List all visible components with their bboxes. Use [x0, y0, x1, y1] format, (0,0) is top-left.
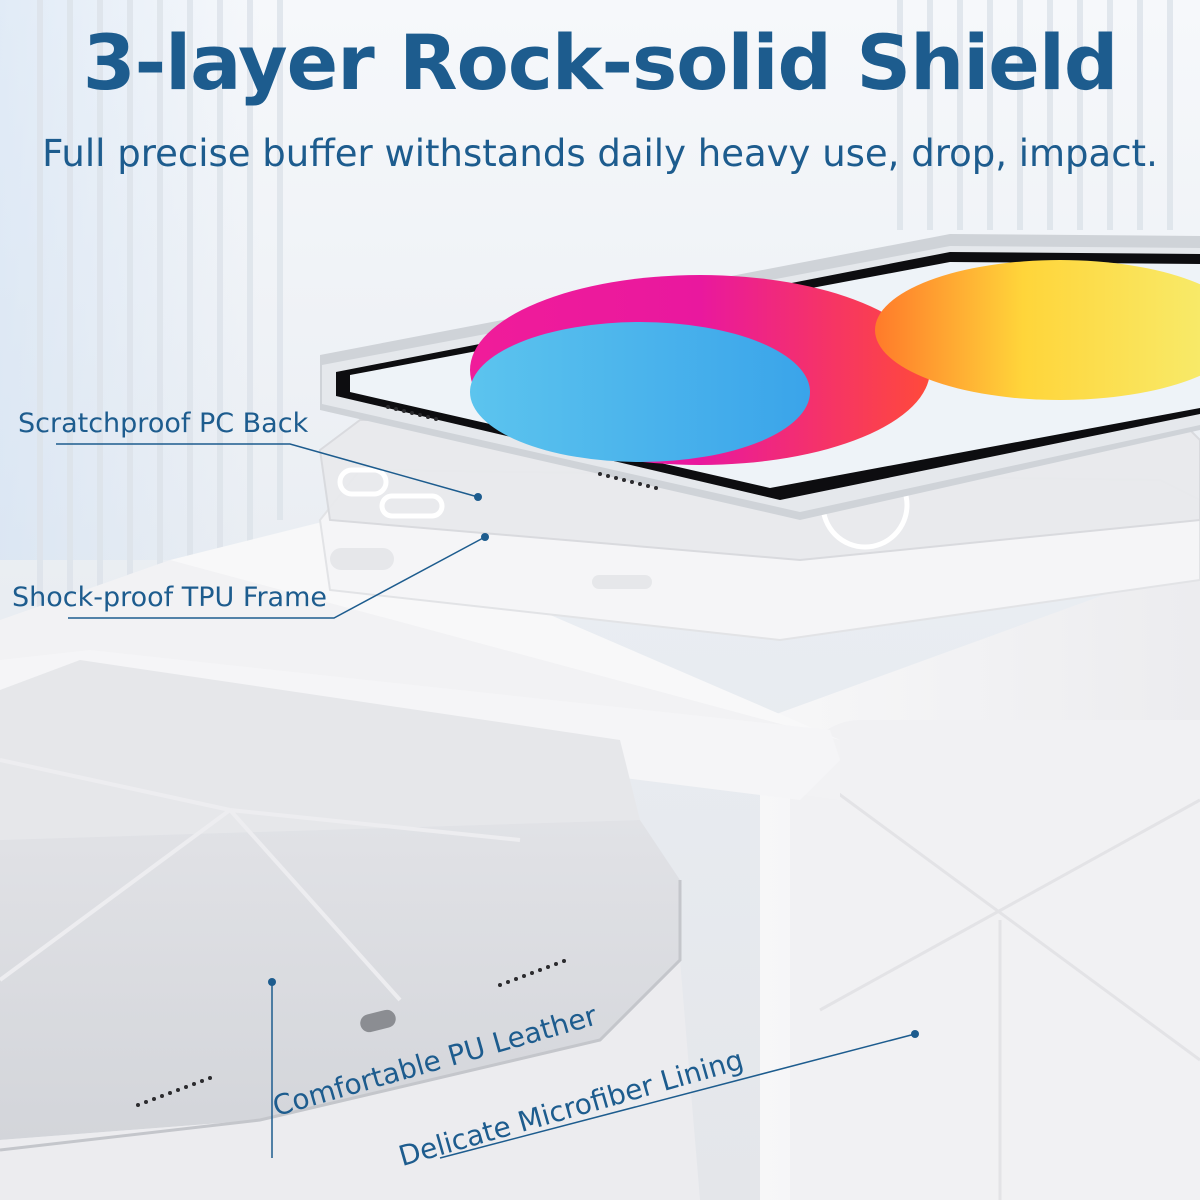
folio-cover [0, 650, 840, 1200]
callout-leaders [56, 443, 916, 1159]
tpu-frame-cutout [330, 548, 394, 570]
leader-tpu-frame [68, 536, 486, 619]
leader-microfiber [439, 1033, 916, 1159]
callout-pc-back: Scratchproof PC Back [18, 408, 309, 439]
dot-pc-back [474, 493, 482, 501]
screen-wave-blue [470, 322, 810, 462]
cover-edge-shadow [0, 880, 682, 1152]
cover-speaker-grille-left [136, 1076, 212, 1107]
subheadline: Full precise buffer withstands daily hea… [42, 132, 1158, 175]
dot-pu-leather [268, 978, 276, 986]
tpu-frame-button-cutout [592, 575, 652, 589]
pc-back-cutout-2 [379, 493, 445, 519]
dot-tpu-frame [481, 533, 489, 541]
cover-speaker-grille-right [498, 959, 566, 987]
tablet-speaker-grille-bottom [598, 472, 658, 490]
pc-back-cutout-1 [337, 467, 389, 497]
dot-microfiber [911, 1030, 919, 1038]
background-ribs [37, 0, 1173, 640]
headline: 3-layer Rock-solid Shield [82, 18, 1119, 107]
callout-dots [268, 493, 919, 1038]
cover-fold-lines [0, 758, 521, 1002]
screen-wave-yellow [875, 260, 1200, 400]
cover-base [0, 960, 700, 1200]
lining-fold-lines [819, 778, 1200, 1200]
microfiber-lining-surface [790, 720, 1200, 1200]
tablet [320, 234, 1200, 520]
callout-tpu-frame: Shock-proof TPU Frame [12, 582, 328, 613]
usb-c-port [360, 1009, 396, 1033]
tablet-speaker-grille-top [386, 405, 438, 421]
leader-pc-back [56, 443, 479, 498]
